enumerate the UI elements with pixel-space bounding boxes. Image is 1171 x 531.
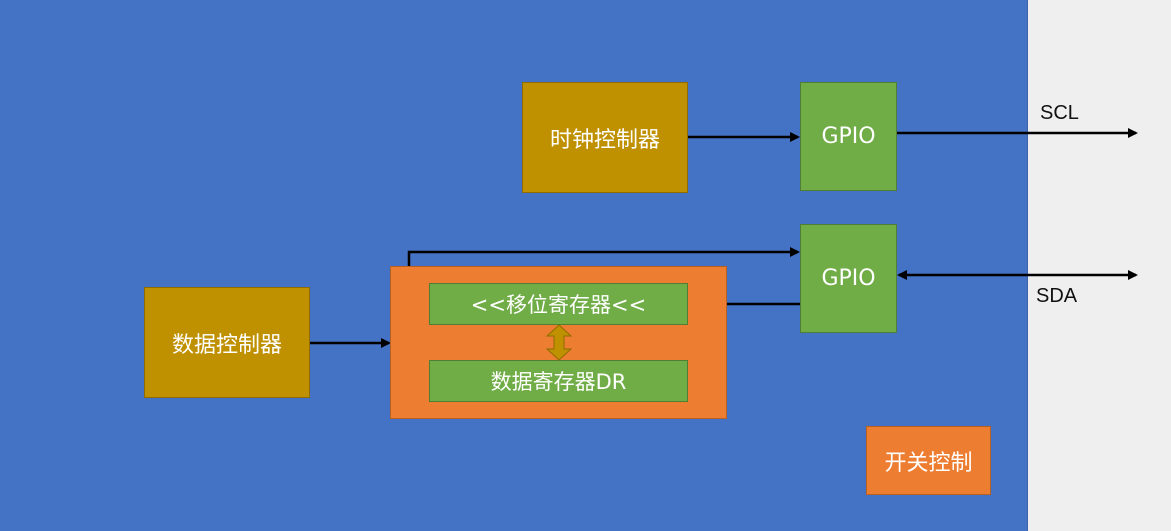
- clock-controller-block: 时钟控制器: [522, 82, 688, 193]
- data-register-block: 数据寄存器DR: [429, 360, 688, 402]
- scl-signal-label: SCL: [1040, 102, 1079, 124]
- clock-controller-label: 时钟控制器: [549, 127, 660, 153]
- switch-control-block: 开关控制: [866, 426, 991, 495]
- gpio-scl-block: GPIO: [800, 82, 897, 191]
- data-controller-block: 数据控制器: [144, 287, 310, 398]
- register-exchange-arrow: [545, 324, 573, 361]
- data-controller-label: 数据控制器: [171, 332, 282, 358]
- switch-control-label: 开关控制: [884, 450, 973, 476]
- gpio-sda-label: GPIO: [821, 266, 876, 291]
- data-register-label: 数据寄存器DR: [490, 370, 627, 394]
- gpio-scl-label: GPIO: [821, 124, 876, 149]
- sda-signal-label: SDA: [1036, 285, 1078, 307]
- shift-register-label: <<移位寄存器<<: [470, 293, 647, 317]
- shift-register-block: <<移位寄存器<<: [429, 283, 688, 325]
- gpio-sda-block: GPIO: [800, 224, 897, 333]
